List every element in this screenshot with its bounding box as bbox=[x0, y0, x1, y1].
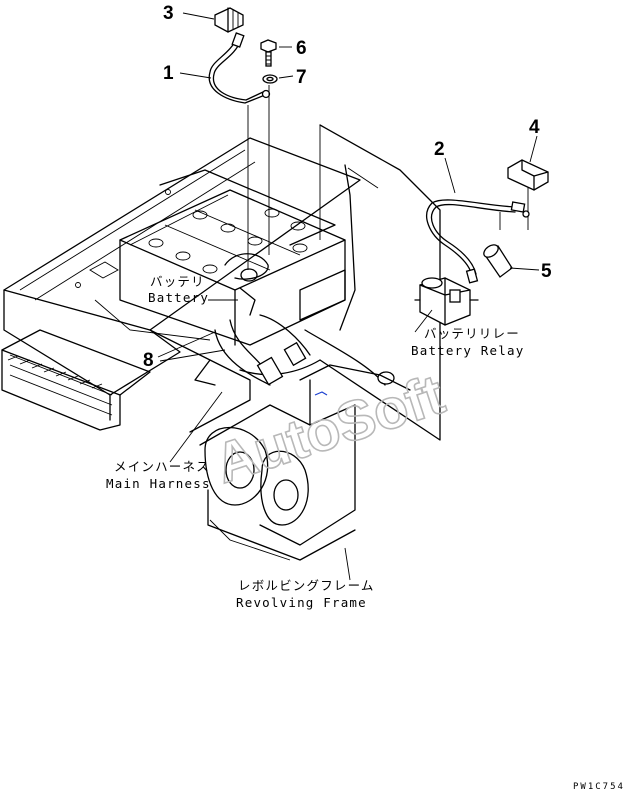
part-5-rubber-boot bbox=[483, 244, 513, 278]
battery-box bbox=[94, 169, 346, 346]
callout-5: 5 bbox=[541, 261, 552, 282]
label-frame-en: Revolving Frame bbox=[236, 595, 367, 610]
label-harness-jp: メインハーネス bbox=[114, 459, 210, 474]
part-1-battery-cable bbox=[208, 32, 271, 104]
callout-6: 6 bbox=[296, 38, 307, 59]
label-leaders bbox=[169, 299, 433, 581]
side-panel bbox=[319, 124, 441, 441]
callout-leaders bbox=[157, 12, 540, 362]
frame-deck bbox=[3, 137, 361, 433]
label-battery-en: Battery bbox=[148, 290, 209, 305]
blue-mark bbox=[314, 391, 328, 396]
part-6-bolt bbox=[260, 39, 277, 67]
drawing-code: PW1C754 bbox=[573, 782, 625, 792]
part-3-terminal-cap bbox=[214, 7, 244, 33]
part-2-relay-cable bbox=[426, 199, 530, 284]
battery-relay bbox=[414, 277, 479, 326]
assembly-guide-lines bbox=[247, 85, 529, 270]
callout-2: 2 bbox=[434, 139, 445, 160]
callout-7: 7 bbox=[296, 67, 307, 88]
access-step bbox=[1, 329, 151, 431]
watermark: AutoSoft bbox=[207, 362, 451, 495]
label-relay-jp: バッテリリレー bbox=[424, 326, 520, 341]
label-relay-en: Battery Relay bbox=[411, 343, 524, 358]
callout-3: 3 bbox=[163, 3, 174, 24]
label-harness-en: Main Harness bbox=[106, 476, 211, 491]
main-harness-wires bbox=[194, 253, 395, 386]
part-4-terminal bbox=[507, 159, 549, 191]
callout-1: 1 bbox=[163, 63, 174, 84]
callout-8: 8 bbox=[143, 350, 154, 371]
part-7-washer bbox=[262, 74, 278, 84]
revolving-frame-bracket bbox=[199, 364, 411, 561]
label-battery-jp: バッテリ bbox=[150, 274, 205, 289]
callout-4: 4 bbox=[529, 117, 540, 138]
label-frame-jp: レボルビングフレーム bbox=[238, 578, 375, 593]
